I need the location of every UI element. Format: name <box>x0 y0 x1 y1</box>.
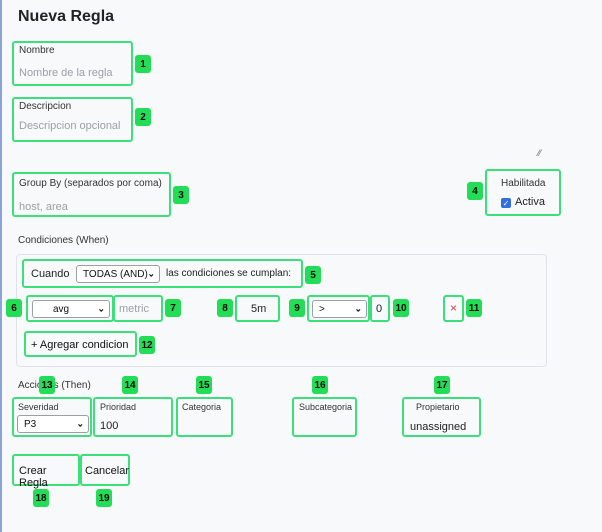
metric-input[interactable]: metric <box>113 295 163 322</box>
create-rule-button[interactable]: Crear Regla <box>12 454 80 489</box>
owner-value: unassigned <box>410 421 467 433</box>
add-condition-label: + Agregar condicion <box>31 339 129 351</box>
badge-14: 14 <box>122 376 138 394</box>
subcategory-label: Subcategoria <box>299 402 353 412</box>
name-placeholder: Nombre de la regla <box>19 67 113 79</box>
severity-label: Severidad <box>18 402 59 412</box>
chevron-down-icon: ⌄ <box>97 303 105 314</box>
badge-2: 2 <box>135 108 151 126</box>
remove-condition-button[interactable]: × <box>443 295 464 322</box>
name-field[interactable]: Nombre Nombre de la regla <box>12 41 133 86</box>
badge-19: 19 <box>96 489 112 507</box>
group-by-placeholder: host, area <box>19 201 68 213</box>
category-field[interactable]: Categoria <box>176 397 233 437</box>
cancel-label: Cancelar <box>85 465 130 477</box>
owner-label: Propietario <box>416 402 460 412</box>
aggregation-value: avg <box>53 303 70 315</box>
badge-13: 13 <box>39 376 55 394</box>
conditions-section-label: Condiciones (When) <box>18 235 109 246</box>
severity-select[interactable]: P3 ⌄ <box>17 415 89 433</box>
badge-11: 11 <box>466 299 482 317</box>
badge-18: 18 <box>33 489 49 507</box>
badge-8: 8 <box>217 299 233 317</box>
severity-value: P3 <box>24 418 37 430</box>
cancel-button[interactable]: Cancelar <box>80 454 130 486</box>
operator-select[interactable]: > ⌄ <box>307 295 370 322</box>
enabled-checkbox-label: Activa <box>515 196 545 208</box>
close-icon: × <box>450 301 458 315</box>
badge-17: 17 <box>434 376 450 394</box>
description-field[interactable]: Descripcion Descripcion opcional <box>12 97 133 142</box>
chevron-down-icon: ⌄ <box>147 268 155 279</box>
badge-1: 1 <box>135 55 151 73</box>
chevron-down-icon: ⌄ <box>354 303 362 314</box>
threshold-value: 0 <box>376 303 383 315</box>
badge-10: 10 <box>393 299 409 317</box>
threshold-input[interactable]: 0 <box>370 295 390 322</box>
badge-15: 15 <box>196 376 212 394</box>
operator-select-inner[interactable]: > ⌄ <box>312 300 367 318</box>
add-condition-button[interactable]: + Agregar condicion <box>24 331 137 357</box>
match-mode-value: TODAS (AND) <box>83 268 148 280</box>
enabled-toggle[interactable]: Habilitada ✓ Activa <box>485 169 561 216</box>
aggregation-select-inner[interactable]: avg ⌄ <box>32 300 110 318</box>
badge-16: 16 <box>312 376 328 394</box>
priority-value: 100 <box>100 420 119 432</box>
textarea-resize-handle[interactable]: ⁄⁄ <box>538 148 542 158</box>
window-value: 5m <box>251 303 267 315</box>
description-placeholder: Descripcion opcional <box>19 120 121 132</box>
window-input[interactable]: 5m <box>235 295 280 322</box>
badge-5: 5 <box>305 266 321 284</box>
chevron-down-icon: ⌄ <box>76 418 84 429</box>
conditions-prefix: Cuando <box>31 268 70 280</box>
metric-placeholder: metric <box>119 303 149 315</box>
badge-6: 6 <box>6 299 22 317</box>
badge-12: 12 <box>139 336 155 354</box>
description-label: Descripcion <box>19 101 72 112</box>
name-label: Nombre <box>19 45 55 56</box>
priority-label: Prioridad <box>100 402 137 412</box>
conditions-suffix: las condiciones se cumplan: <box>166 268 292 279</box>
check-icon[interactable]: ✓ <box>501 198 511 208</box>
group-by-label: Group By (separados por coma) <box>19 178 162 189</box>
subcategory-field[interactable]: Subcategoria <box>292 397 357 437</box>
badge-7: 7 <box>165 299 181 317</box>
window-edge <box>0 0 2 532</box>
owner-field[interactable]: Propietario unassigned <box>402 397 481 437</box>
page-title: Nueva Regla <box>18 8 115 25</box>
match-mode-select[interactable]: TODAS (AND) ⌄ <box>76 265 160 283</box>
match-mode-row: Cuando TODAS (AND) ⌄ las condiciones se … <box>22 259 303 288</box>
severity-field[interactable]: Severidad P3 ⌄ <box>12 397 92 437</box>
category-label: Categoria <box>182 402 222 412</box>
aggregation-select[interactable]: avg ⌄ <box>26 295 114 322</box>
group-by-field[interactable]: Group By (separados por coma) host, area <box>12 172 171 217</box>
enabled-label: Habilitada <box>501 178 546 189</box>
priority-field[interactable]: Prioridad 100 <box>93 397 173 437</box>
badge-3: 3 <box>173 186 189 204</box>
badge-9: 9 <box>289 299 305 317</box>
badge-4: 4 <box>467 182 483 200</box>
operator-value: > <box>319 303 325 315</box>
create-rule-label: Crear Regla <box>19 465 48 489</box>
